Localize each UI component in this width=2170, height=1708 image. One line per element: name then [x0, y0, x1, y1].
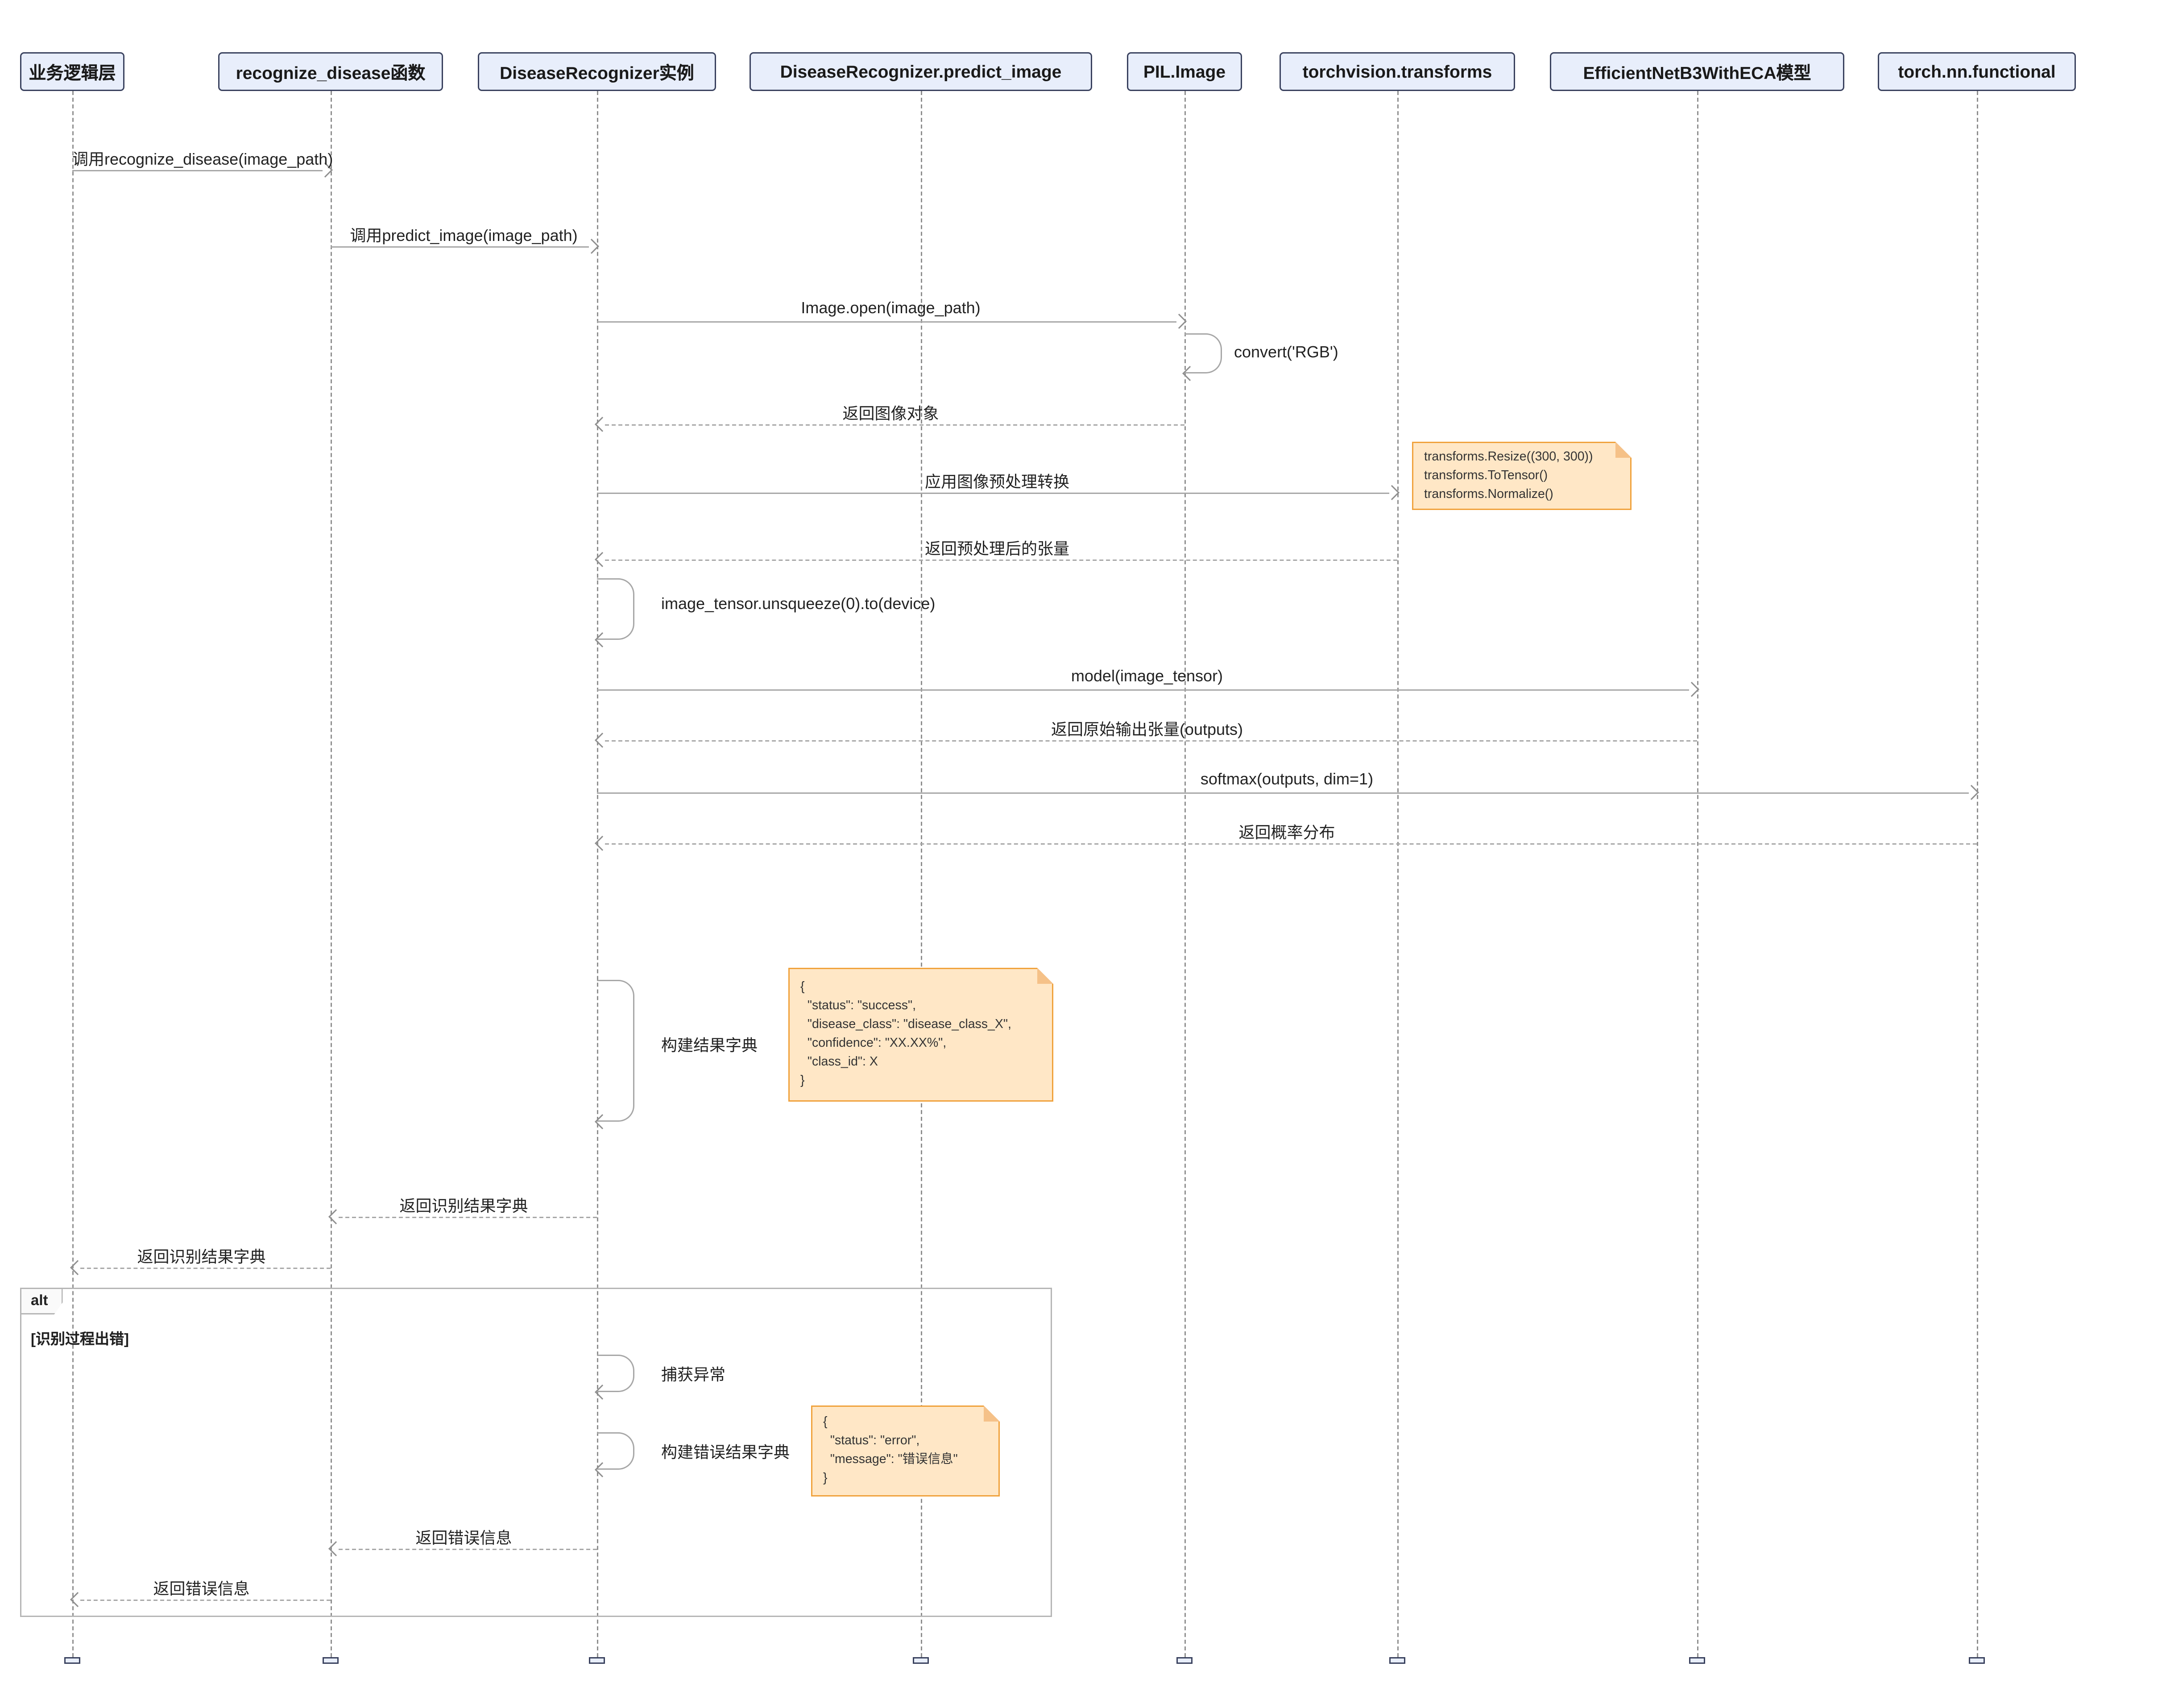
message-label: 返回识别结果字典: [137, 1248, 266, 1266]
lifeline-foot-stub: [1176, 1657, 1193, 1664]
message-label: 构建错误结果字典: [661, 1443, 790, 1462]
message-label: 应用图像预处理转换: [924, 473, 1069, 491]
message-line: [80, 1268, 331, 1269]
lifeline-foot-stub: [1389, 1657, 1405, 1664]
note-line: "message": "错误信息": [823, 1452, 958, 1467]
message-label: softmax(outputs, dim=1): [1200, 770, 1374, 788]
participant-torchvision-transforms: torchvision.transforms: [1280, 52, 1515, 91]
participant-predict-image: DiseaseRecognizer.predict_image: [750, 52, 1092, 91]
message-label: convert('RGB'): [1234, 343, 1338, 361]
message-line: [605, 424, 1184, 426]
lifeline-foot-stub: [1689, 1657, 1705, 1664]
message-line: [605, 560, 1397, 561]
message-line: [597, 689, 1689, 691]
message-label: 调用recognize_disease(image_path): [72, 150, 333, 169]
note-line: {: [823, 1415, 828, 1430]
participant-label: DiseaseRecognizer实例: [500, 63, 694, 83]
note-line: {: [800, 980, 805, 995]
self-call-loop: [597, 1432, 634, 1470]
message-label: model(image_tensor): [1071, 667, 1223, 685]
message-line: [605, 740, 1697, 742]
lifeline-recognizer-instance: [597, 91, 598, 1657]
message-label: 捕获异常: [661, 1365, 726, 1384]
note-line: "class_id": X: [800, 1055, 878, 1070]
participant-business-layer: 业务逻辑层: [20, 52, 124, 91]
message-line: [80, 1600, 331, 1601]
message-line: [339, 1549, 597, 1550]
alt-fragment-tab: alt: [20, 1288, 63, 1314]
message-line: [597, 493, 1389, 494]
self-call-loop: [597, 980, 634, 1122]
message-label: Image.open(image_path): [801, 298, 981, 317]
self-call-loop: [1184, 333, 1222, 373]
note-success-result: { "status": "success", "disease_class": …: [788, 968, 1053, 1102]
participant-recognize-disease-func: recognize_disease函数: [218, 52, 443, 91]
lifeline-foot-stub: [64, 1657, 80, 1664]
lifeline-foot-stub: [1969, 1657, 1985, 1664]
message-label: 返回原始输出张量(outputs): [1051, 720, 1243, 739]
message-line: [331, 246, 589, 248]
note-transforms: transforms.Resize((300, 300)) transforms…: [1412, 442, 1632, 510]
note-line: }: [823, 1471, 828, 1486]
participant-label: 业务逻辑层: [29, 63, 116, 83]
alt-fragment-frame: [20, 1288, 1052, 1617]
participant-pil-image: PIL.Image: [1127, 52, 1242, 91]
note-line: transforms.ToTensor(): [1424, 468, 1548, 483]
lifeline-efficientnet-model: [1697, 91, 1698, 1657]
message-line: [605, 843, 1977, 845]
lifeline-business-layer: [72, 91, 74, 1657]
lifeline-foot-stub: [913, 1657, 929, 1664]
alt-label: alt: [31, 1293, 48, 1309]
message-label: 返回图像对象: [842, 404, 939, 423]
lifeline-predict-image: [921, 91, 922, 1657]
message-line: [597, 321, 1176, 323]
message-label: 返回概率分布: [1238, 823, 1335, 842]
participant-label: PIL.Image: [1143, 62, 1226, 82]
message-line: [72, 170, 323, 171]
note-line: "confidence": "XX.XX%",: [800, 1036, 947, 1051]
note-line: "status": "success",: [800, 999, 916, 1013]
message-label: image_tensor.unsqueeze(0).to(device): [661, 594, 936, 613]
participant-label: torch.nn.functional: [1898, 62, 2056, 82]
message-label: 构建结果字典: [661, 1036, 758, 1055]
message-label: 返回错误信息: [153, 1579, 250, 1598]
message-label: 返回预处理后的张量: [924, 539, 1069, 558]
participant-recognizer-instance: DiseaseRecognizer实例: [478, 52, 716, 91]
self-call-loop: [597, 578, 634, 640]
lifeline-pil-image: [1184, 91, 1186, 1657]
note-line: transforms.Resize((300, 300)): [1424, 449, 1593, 464]
note-line: }: [800, 1074, 805, 1088]
participant-label: recognize_disease函数: [236, 63, 426, 83]
participant-efficientnet-model: EfficientNetB3WithECA模型: [1550, 52, 1844, 91]
participant-label: EfficientNetB3WithECA模型: [1583, 63, 1811, 83]
lifeline-recognize-disease-func: [331, 91, 332, 1657]
message-label: 调用predict_image(image_path): [350, 226, 578, 245]
note-line: transforms.Normalize(): [1424, 486, 1553, 502]
participant-torch-nn-functional: torch.nn.functional: [1878, 52, 2076, 91]
self-call-loop: [597, 1355, 634, 1392]
participant-label: DiseaseRecognizer.predict_image: [780, 62, 1062, 82]
note-line: "status": "error",: [823, 1434, 920, 1448]
lifeline-foot-stub: [589, 1657, 605, 1664]
lifeline-torchvision-transforms: [1397, 91, 1399, 1657]
note-error-result: { "status": "error", "message": "错误信息" }: [811, 1405, 1000, 1497]
message-line: [339, 1217, 597, 1218]
message-label: 返回识别结果字典: [399, 1197, 528, 1215]
note-line: "disease_class": "disease_class_X",: [800, 1017, 1011, 1032]
alt-fragment-condition: [识别过程出错]: [31, 1332, 129, 1348]
lifeline-foot-stub: [323, 1657, 339, 1664]
message-line: [597, 792, 1969, 794]
lifeline-torch-nn-functional: [1977, 91, 1978, 1657]
participant-label: torchvision.transforms: [1302, 62, 1492, 82]
message-label: 返回错误信息: [415, 1529, 512, 1547]
